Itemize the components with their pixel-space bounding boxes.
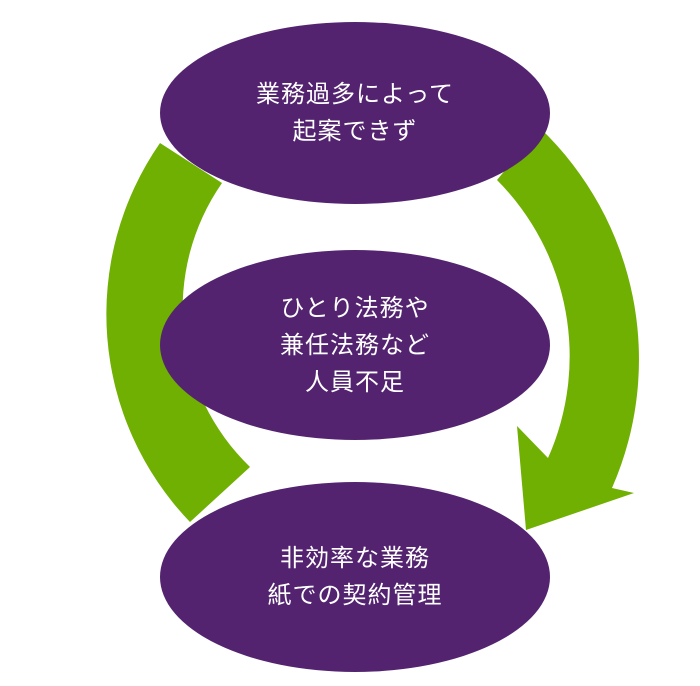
bottom-node-shape [160,482,550,672]
center-node-label: ひとり法務や 兼任法務など 人員不足 [280,293,430,396]
right-cycle-arrow [497,128,639,530]
top-node: 業務過多によって 起案できず [160,22,550,204]
center-node: ひとり法務や 兼任法務など 人員不足 [160,250,550,440]
top-node-shape [160,22,550,204]
top-node-label: 業務過多によって 起案できず [255,80,455,145]
bottom-node: 非効率な業務 紙での契約管理 [160,482,550,672]
center-node-shape [160,250,550,440]
bottom-node-label: 非効率な業務 紙での契約管理 [267,544,443,609]
